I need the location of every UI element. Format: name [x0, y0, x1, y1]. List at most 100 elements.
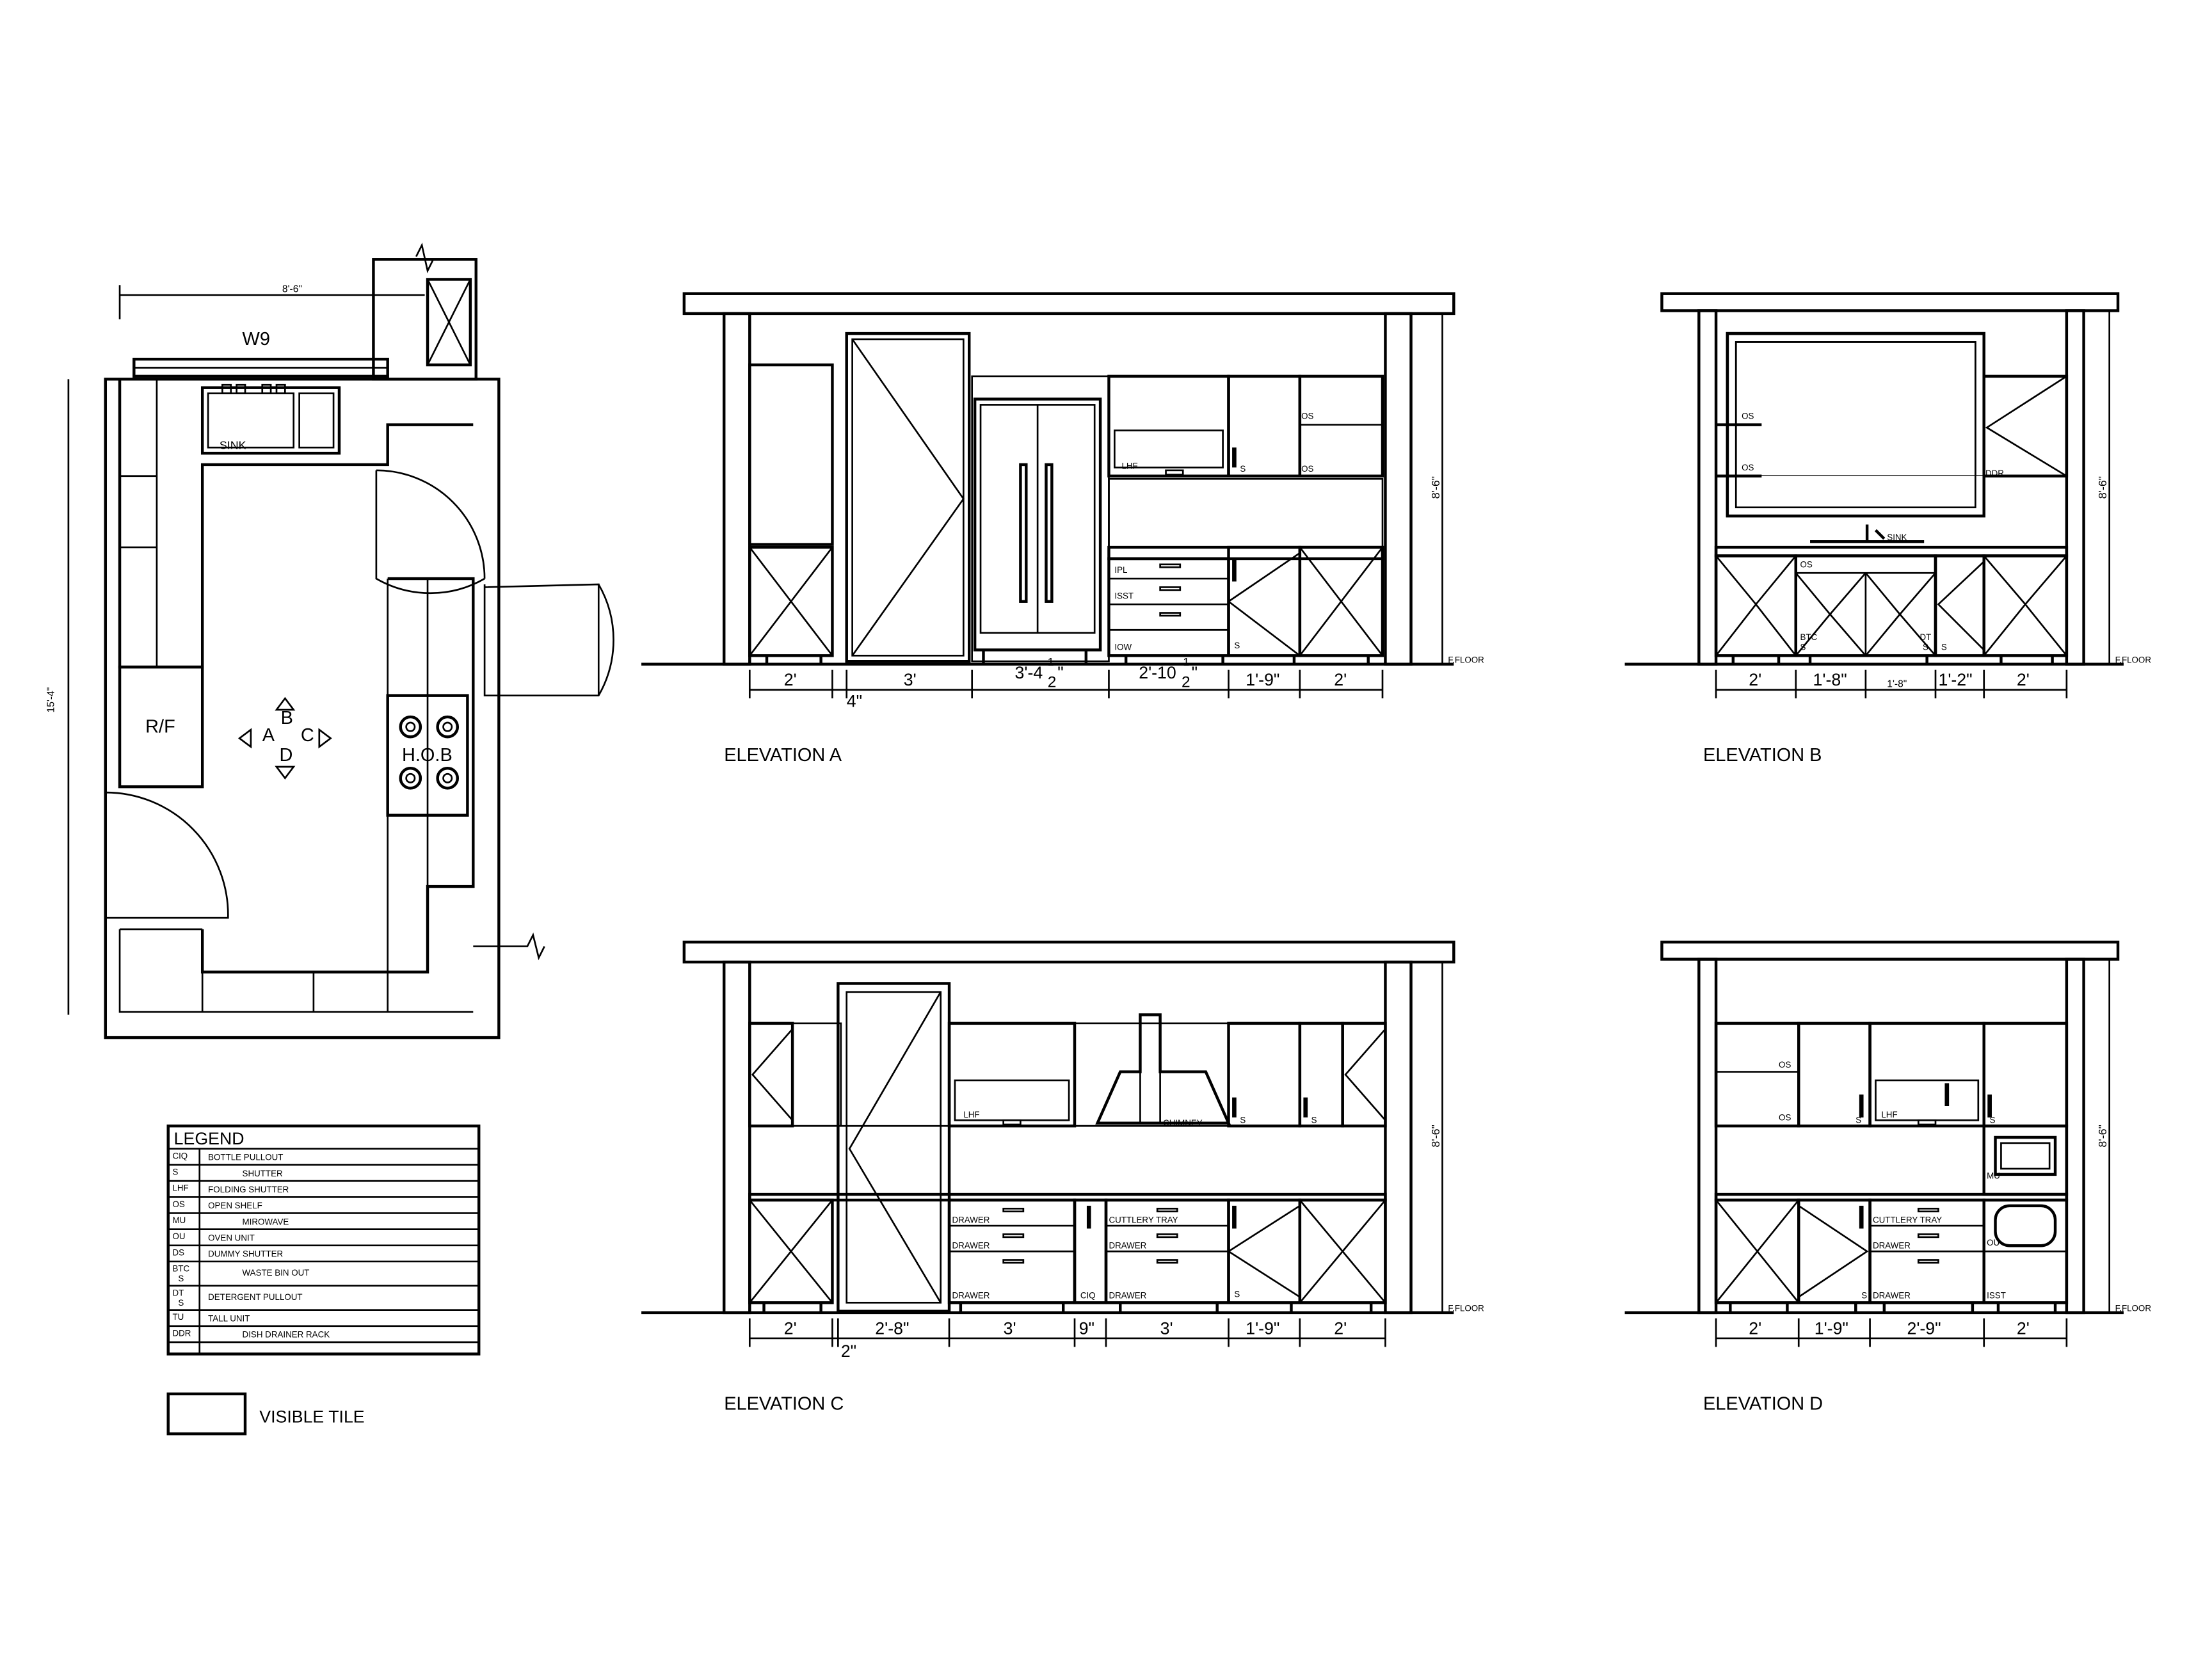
dim: 3'-4: [1014, 663, 1043, 682]
elevation-b: SINK OS OS DDR OS BTC S DT S S 8'-6" F.F…: [1624, 292, 2151, 765]
legend-description: MIROWAVE: [243, 1217, 289, 1226]
elevation-c-title: ELEVATION C: [724, 1393, 844, 1414]
arrow-d-label: D: [279, 745, 293, 765]
tile-key-label: VISIBLE TILE: [259, 1407, 364, 1426]
tag-s: S: [1240, 464, 1246, 474]
dim: ": [1057, 663, 1063, 682]
arrow-b-label: B: [281, 708, 293, 728]
legend-description: OPEN SHELF: [208, 1201, 262, 1210]
tag-isst: ISST: [1114, 591, 1134, 600]
dim: 3': [1004, 1318, 1016, 1338]
tag-isst: ISST: [1987, 1291, 2006, 1301]
fridge-label: R/F: [145, 717, 175, 737]
dim: 1'-9": [1815, 1318, 1848, 1338]
dim: 1'-8": [1813, 670, 1847, 689]
legend-description: BOTTLE PULLOUT: [208, 1153, 283, 1162]
tag-drawer: DRAWER: [1873, 1291, 1911, 1301]
dim: 1'-9": [1246, 670, 1279, 689]
dim: 2': [1334, 1318, 1347, 1338]
dim: 2: [1048, 673, 1057, 691]
dim: 2": [841, 1342, 856, 1361]
tag-s: S: [1311, 1116, 1317, 1125]
tag-cutlery: CUTTLERY TRAY: [1109, 1215, 1178, 1225]
legend-code: OU: [172, 1231, 185, 1241]
tag-os: OS: [1742, 412, 1754, 421]
slab-a: [682, 292, 1455, 316]
legend-description: DETERGENT PULLOUT: [208, 1292, 302, 1302]
elevation-d-title: ELEVATION D: [1703, 1393, 1823, 1414]
door-swing-right: [375, 470, 485, 595]
dim: 1: [1048, 655, 1054, 668]
dim: 2': [1749, 1318, 1761, 1338]
legend-description: WASTE BIN OUT: [243, 1268, 310, 1278]
tall-unit-c: [837, 982, 951, 1313]
dim: 2'-9": [1907, 1318, 1941, 1338]
counter-right: [200, 577, 475, 974]
dim: 1'-2": [1938, 670, 1972, 689]
tag-s: S: [1990, 1116, 1996, 1125]
legend-description: SHUTTER: [243, 1169, 283, 1178]
tag-lhf: LHF: [1881, 1110, 1897, 1119]
legend-code: DDR: [172, 1328, 191, 1338]
dim: 3': [1160, 1318, 1173, 1338]
tag-s: S: [1941, 642, 1947, 652]
tile-key: VISIBLE TILE: [166, 1392, 365, 1436]
tag-drawer: DRAWER: [1109, 1241, 1146, 1251]
dim: 2': [1749, 670, 1761, 689]
tag-s: S: [1855, 1116, 1861, 1125]
tag-drawer: DRAWER: [1873, 1241, 1911, 1251]
dim: 3': [904, 670, 917, 689]
tag-btc: BTC: [1800, 632, 1817, 642]
floor-plan: W9 8'-6" 15'-4" R/F SINK: [46, 243, 614, 1039]
legend-code: S: [178, 1274, 184, 1283]
legend-code: S: [172, 1167, 178, 1177]
tag-s: S: [1923, 642, 1928, 652]
dim: 2': [2017, 670, 2030, 689]
legend-code: S: [178, 1298, 184, 1308]
window-label: W9: [243, 329, 270, 349]
tag-os: OS: [1301, 464, 1313, 474]
sink-faucet: [1810, 524, 1925, 543]
view-arrows: B A C D: [237, 696, 332, 780]
dim: 2': [2017, 1318, 2030, 1338]
elevation-d: OS OS S LHF S MU CUTTLERY TRAY DRAWER DR…: [1624, 940, 2152, 1414]
elevation-a-title: ELEVATION A: [724, 745, 842, 765]
counter-top-left: [118, 379, 474, 669]
tag-s: S: [1234, 641, 1240, 650]
tag-drawer: DRAWER: [952, 1241, 990, 1251]
tag-os: OS: [1779, 1060, 1791, 1070]
floor-label: F.FLOOR: [2115, 1304, 2152, 1313]
column-box: [426, 278, 472, 367]
tag-s: S: [1234, 1289, 1240, 1299]
height-dim: 8'-6": [1429, 1125, 1442, 1147]
legend-description: DISH DRAINER RACK: [243, 1330, 330, 1340]
dim: 2: [1182, 673, 1190, 691]
legend-description: TALL UNIT: [208, 1313, 250, 1323]
sink-label: SINK: [220, 438, 246, 451]
fridge: [118, 665, 204, 789]
legend-code: LHF: [172, 1183, 188, 1193]
tag-ddr: DDR: [1985, 469, 2004, 478]
legend-code: TU: [172, 1312, 184, 1322]
legend-code: BTC: [172, 1264, 189, 1274]
height-dim: 8'-6": [2096, 1125, 2109, 1147]
elevation-c: LHF CHIMNEY S S DRAWER DRAWER DRAWER CIQ…: [641, 940, 1484, 1414]
tag-ciq: CIQ: [1080, 1291, 1096, 1301]
dim: 1: [1183, 655, 1189, 668]
tag-drawer: DRAWER: [952, 1215, 990, 1225]
tag-lhf: LHF: [963, 1110, 979, 1119]
legend-description: OVEN UNIT: [208, 1233, 255, 1242]
tag-s: S: [1861, 1291, 1867, 1301]
dim: 1'-9": [1246, 1318, 1279, 1338]
tag-chimney: CHIMNEY: [1163, 1118, 1203, 1128]
tag-mu: MU: [1987, 1171, 2000, 1181]
height-dim: 8'-6": [1429, 476, 1442, 499]
oven-unit: [1994, 1204, 2057, 1247]
dim: 1'-8": [1887, 678, 1907, 689]
legend-description: DUMMY SHUTTER: [208, 1249, 283, 1259]
tag-ipl: IPL: [1114, 565, 1127, 575]
dim: 9": [1079, 1318, 1094, 1338]
tag-drawer: DRAWER: [952, 1291, 990, 1301]
